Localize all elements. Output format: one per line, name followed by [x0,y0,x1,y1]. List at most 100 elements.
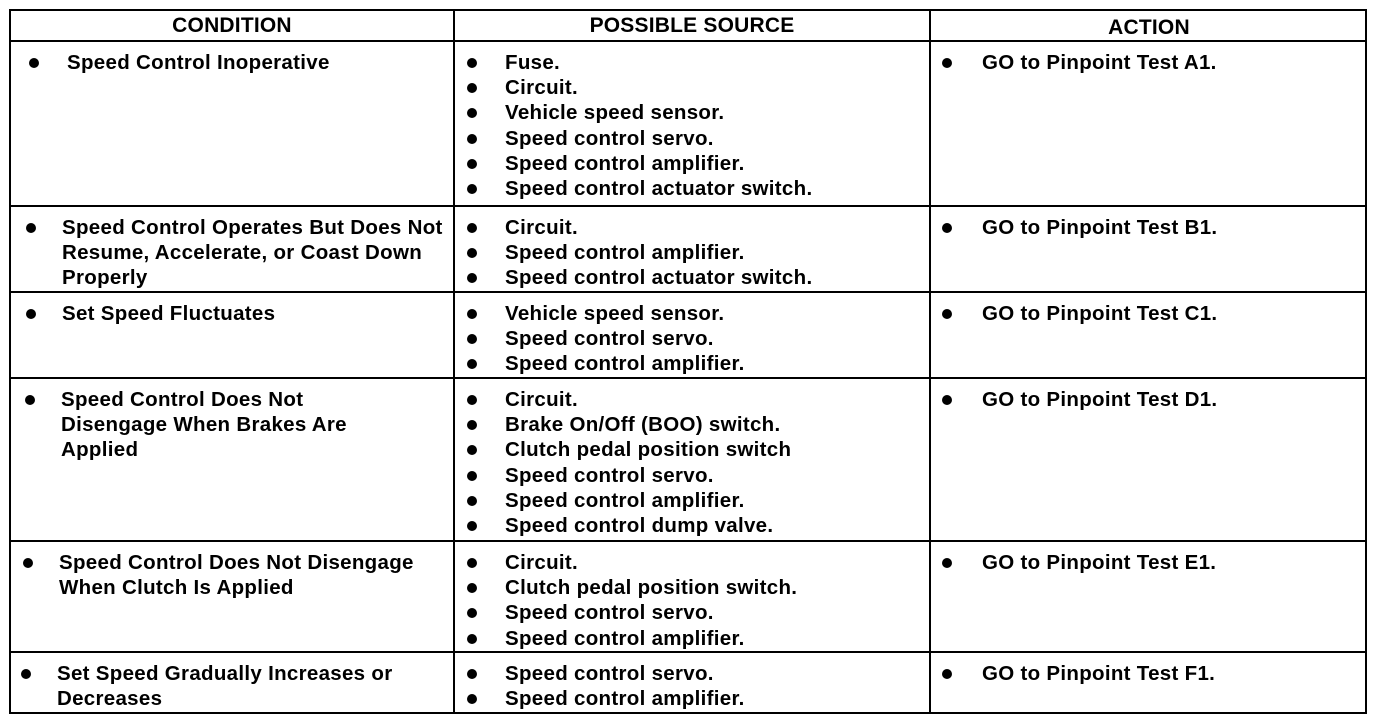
bullet-icon [467,158,477,169]
condition-item: Set Speed Gradually Increases or Decreas… [21,661,443,711]
source-item: Brake On/Off (BOO) switch. [467,412,929,437]
source-text: Speed control dump valve. [505,514,774,538]
bullet-icon [942,558,952,568]
condition-item: Speed Control Inoperative [29,50,443,75]
table-row: Speed Control Does Not Disengage When Cl… [11,540,1365,651]
condition-text: Speed Control Does Not Disengage When Cl… [59,551,414,600]
bullet-icon [467,334,477,345]
source-cell: Vehicle speed sensor. Speed control serv… [455,293,929,377]
source-text: Speed control amplifier. [505,626,745,650]
condition-cell: Speed Control Operates But Does Not Resu… [11,207,453,291]
bullet-icon [467,133,477,144]
bullet-icon [467,248,477,259]
table-row: Set Speed Gradually Increases or Decreas… [11,651,1365,714]
condition-item: Speed Control Does Not Disengage When Br… [25,387,443,463]
source-item: Vehicle speed sensor. [467,100,929,125]
source-text: Speed control amplifier. [505,151,745,175]
action-item: GO to Pinpoint Test B1. [942,215,1367,240]
action-item: GO to Pinpoint Test E1. [942,550,1367,575]
source-text: Speed control actuator switch. [505,266,813,290]
header-row: CONDITION POSSIBLE SOURCE ACTION [11,11,1365,40]
bullet-icon [467,83,477,94]
action-text: GO to Pinpoint Test B1. [982,216,1218,239]
source-cell: Fuse. Circuit. Vehicle speed sensor. Spe… [455,42,929,205]
source-item: Circuit. [467,387,929,412]
source-text: Speed control servo. [505,327,714,351]
source-item: Circuit. [467,550,929,575]
action-text: GO to Pinpoint Test C1. [982,302,1218,325]
source-item: Circuit. [467,75,929,100]
action-cell: GO to Pinpoint Test C1. [931,293,1367,377]
condition-text: Speed Control Does Not Disengage When Br… [61,388,347,462]
source-text: Speed control servo. [505,662,714,685]
bullet-icon [467,445,477,456]
action-item: GO to Pinpoint Test A1. [942,50,1367,75]
source-item: Speed control servo. [467,600,929,625]
troubleshooting-table: CONDITION POSSIBLE SOURCE ACTION Speed C… [9,9,1367,714]
table-row: Speed Control Operates But Does Not Resu… [11,205,1365,291]
column-divider-1 [453,11,455,712]
bullet-icon [467,470,477,481]
source-text: Speed control actuator switch. [505,177,813,201]
bullet-icon [467,395,477,405]
source-item: Speed control amplifier. [467,351,929,376]
action-item: GO to Pinpoint Test C1. [942,301,1367,326]
bullet-icon [467,495,477,506]
action-cell: GO to Pinpoint Test F1. [931,653,1367,714]
source-cell: Circuit. Brake On/Off (BOO) switch. Clut… [455,379,929,540]
source-item: Speed control amplifier. [467,626,929,651]
source-item: Speed control servo. [467,126,929,151]
condition-item: Speed Control Operates But Does Not Resu… [26,215,443,291]
bullet-icon [25,395,35,405]
bullet-icon [467,608,477,619]
action-item: GO to Pinpoint Test F1. [942,661,1367,686]
source-text: Brake On/Off (BOO) switch. [505,413,781,437]
condition-text: Speed Control Inoperative [67,51,330,74]
bullet-icon [942,58,952,68]
source-item: Speed control amplifier. [467,240,929,265]
bullet-icon [942,223,952,233]
source-item: Speed control amplifier. [467,686,929,711]
condition-cell: Speed Control Does Not Disengage When Br… [11,379,453,540]
source-text: Circuit. [505,76,579,100]
source-item: Speed control servo. [467,463,929,488]
bullet-icon [942,309,952,319]
source-item: Speed control actuator switch. [467,265,929,290]
source-item: Speed control amplifier. [467,151,929,176]
source-item: Circuit. [467,215,929,240]
source-text: Speed control amplifier. [505,352,745,376]
bullet-icon [467,669,477,679]
condition-cell: Set Speed Fluctuates [11,293,453,377]
bullet-icon [26,309,36,319]
source-text: Clutch pedal position switch. [505,576,798,600]
bullet-icon [467,58,477,68]
source-text: Vehicle speed sensor. [505,302,725,325]
condition-cell: Speed Control Inoperative [11,42,453,205]
bullet-icon [467,694,477,705]
condition-item: Speed Control Does Not Disengage When Cl… [23,550,443,600]
bullet-icon [942,395,952,405]
condition-text: Speed Control Operates But Does Not Resu… [62,216,443,290]
bullet-icon [467,223,477,233]
condition-cell: Set Speed Gradually Increases or Decreas… [11,653,453,714]
source-item: Speed control amplifier. [467,488,929,513]
bullet-icon [467,309,477,319]
source-text: Fuse. [505,51,561,74]
bullet-icon [21,669,31,679]
source-text: Speed control servo. [505,601,714,625]
source-item: Speed control dump valve. [467,513,929,538]
header-possible-source: POSSIBLE SOURCE [589,13,795,37]
source-item: Clutch pedal position switch. [467,575,929,600]
source-item: Vehicle speed sensor. [467,301,929,326]
bullet-icon [467,359,477,370]
bullet-icon [26,223,36,233]
bullet-icon [467,558,477,568]
source-text: Speed control amplifier. [505,241,745,265]
action-cell: GO to Pinpoint Test E1. [931,542,1367,651]
condition-cell: Speed Control Does Not Disengage When Cl… [11,542,453,651]
source-text: Clutch pedal position switch [505,438,792,462]
header-action: ACTION [1108,15,1190,39]
action-cell: GO to Pinpoint Test D1. [931,379,1367,540]
table-row: Set Speed Fluctuates Vehicle speed senso… [11,291,1365,377]
source-text: Speed control amplifier. [505,488,745,512]
